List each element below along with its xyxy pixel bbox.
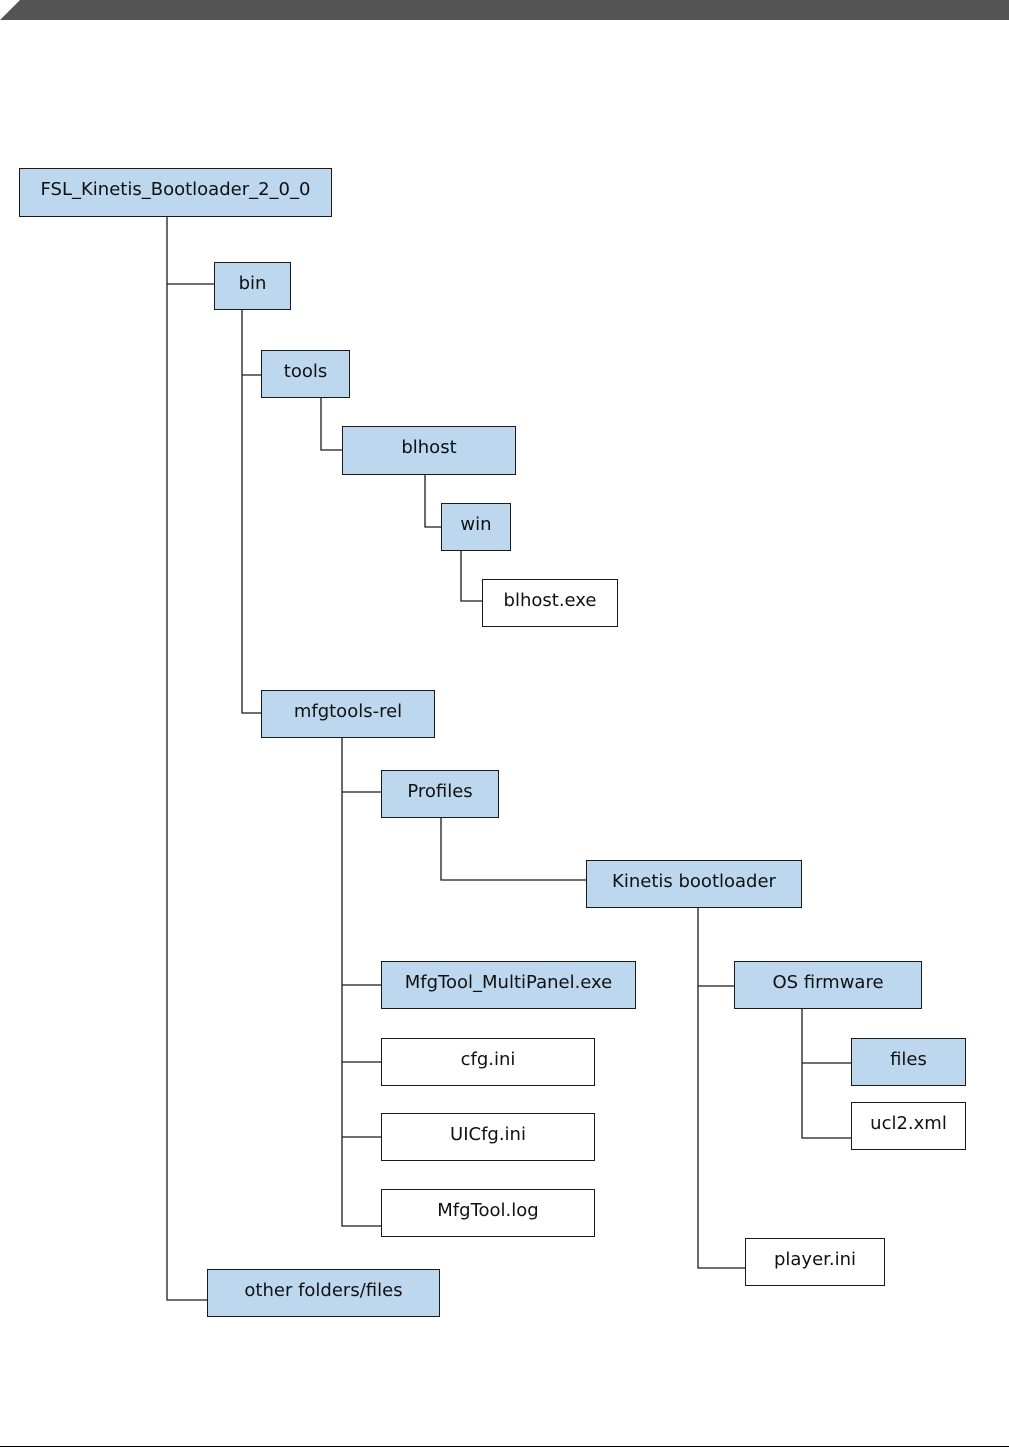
folder-files: files <box>851 1038 966 1086</box>
folder-profiles: Profiles <box>381 770 499 818</box>
folder-kinetis-bootloader: Kinetis bootloader <box>586 860 802 908</box>
file-uicfg-ini: UICfg.ini <box>381 1113 595 1161</box>
file-ucl2-xml: ucl2.xml <box>851 1102 966 1150</box>
file-mfgtool-multipanel-exe: MfgTool_MultiPanel.exe <box>381 961 636 1009</box>
connector-win-exe <box>460 551 482 602</box>
folder-win: win <box>441 503 511 551</box>
folder-root: FSL_Kinetis_Bootloader_2_0_0 <box>19 168 332 217</box>
file-cfg-ini: cfg.ini <box>381 1038 595 1086</box>
file-blhost-exe: blhost.exe <box>482 579 618 627</box>
folder-blhost: blhost <box>342 426 516 475</box>
folder-bin: bin <box>214 262 291 310</box>
connector-os <box>801 1008 851 1139</box>
connector-mfgtools <box>341 738 381 1227</box>
folder-os-firmware: OS firmware <box>734 961 922 1009</box>
connector-blhost-win <box>424 475 441 528</box>
file-mfgtool-log: MfgTool.log <box>381 1189 595 1237</box>
folder-other: other folders/files <box>207 1269 440 1317</box>
header-banner <box>0 0 1009 20</box>
folder-tools: tools <box>261 350 350 398</box>
connector-bin <box>241 310 261 714</box>
connector-root <box>166 217 207 1301</box>
connector-kinetis <box>697 908 745 1269</box>
folder-mfgtools-rel: mfgtools-rel <box>261 690 435 738</box>
file-player-ini: player.ini <box>745 1238 885 1286</box>
connector-profiles-kinetis <box>440 818 586 881</box>
footer-rule <box>0 1446 1009 1447</box>
connector-tools-blhost <box>320 398 342 451</box>
